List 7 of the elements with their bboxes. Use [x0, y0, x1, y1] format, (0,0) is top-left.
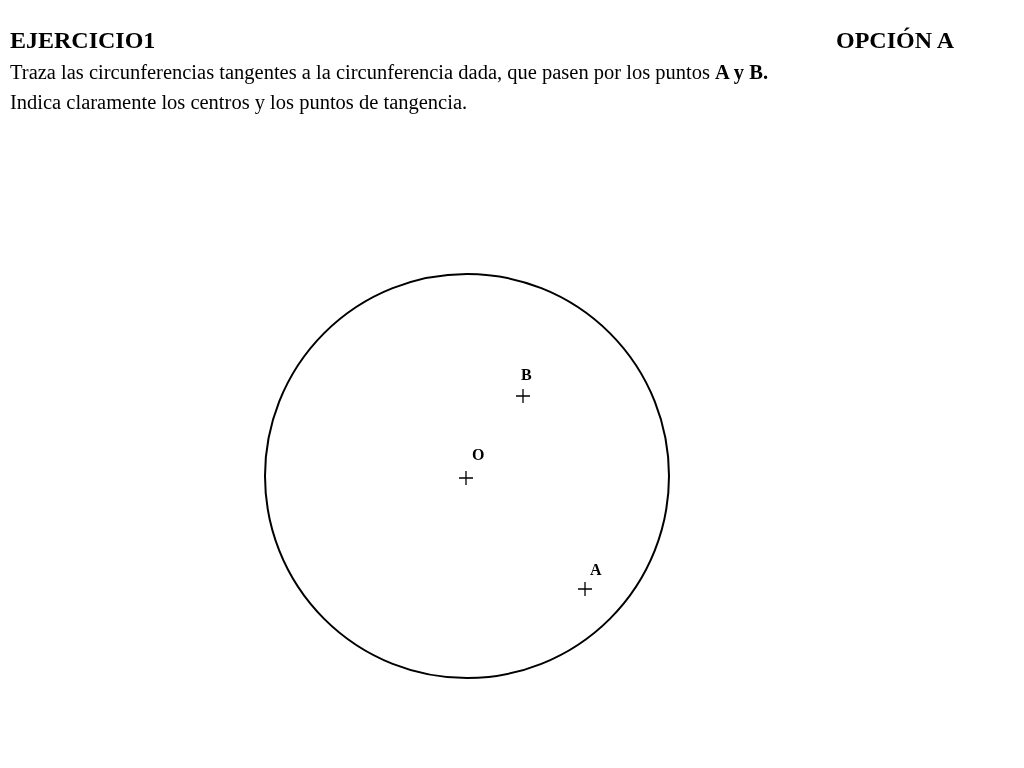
point-label: O: [472, 447, 485, 463]
point-label: B: [521, 367, 532, 383]
exercise-title: EJERCICIO1: [10, 28, 156, 52]
instruction-text: Traza las circunferencias tangentes a la circunferencia dada, que pasen por los puntos A y B.: [10, 62, 769, 83]
instruction-text: Indica claramente los centros y los puntos de tangencia.: [10, 92, 468, 113]
point-label: A: [590, 562, 602, 578]
option-heading: OPCIÓN A: [836, 28, 954, 52]
